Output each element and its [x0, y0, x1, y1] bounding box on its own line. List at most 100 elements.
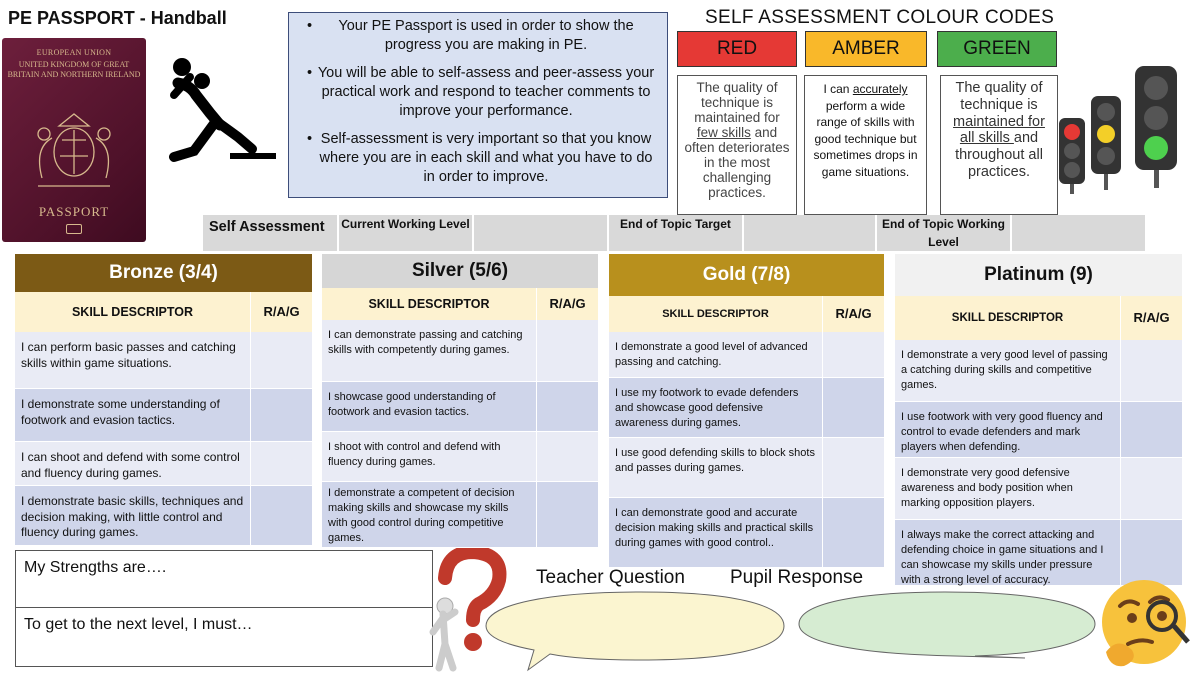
green-code-label: GREEN	[937, 31, 1057, 67]
current-level-label: Current Working Level	[339, 215, 473, 251]
skill-text: I always make the correct attacking and …	[901, 529, 1104, 586]
skill-text: I demonstrate a very good level of passi…	[901, 349, 1108, 391]
royal-crest-icon	[37, 113, 111, 187]
skill-text: I shoot with control and defend with flu…	[328, 441, 501, 468]
table-row: I use my footwork to evade defenders and…	[609, 378, 884, 438]
self-assessment-label: Self Assessment	[203, 215, 338, 251]
silver-title: Silver (5/6)	[322, 254, 598, 288]
skill-text: I demonstrate a competent of decision ma…	[328, 487, 515, 544]
rag-cell[interactable]	[822, 498, 884, 567]
skill-text: I use footwork with very good fluency an…	[901, 411, 1103, 453]
rag-cell[interactable]	[536, 320, 598, 381]
silver-level-table: Silver (5/6) SKILL DESCRIPTOR R/A/G I ca…	[322, 254, 598, 548]
rag-cell[interactable]	[536, 432, 598, 481]
skill-text: I demonstrate a good level of advanced p…	[615, 341, 808, 368]
table-header: SKILL DESCRIPTOR R/A/G	[15, 292, 312, 332]
rag-cell[interactable]	[536, 382, 598, 431]
table-row: I can demonstrate passing and catching s…	[322, 320, 598, 382]
skill-text: I can perform basic passes and catching …	[21, 340, 236, 370]
skill-text: I can demonstrate passing and catching s…	[328, 329, 523, 356]
rag-cell[interactable]	[1120, 402, 1182, 457]
table-row: I can shoot and defend with some control…	[15, 442, 312, 486]
skill-text: I demonstrate basic skills, techniques a…	[21, 494, 244, 539]
table-row: I always make the correct attacking and …	[895, 520, 1182, 586]
info-box: Your PE Passport is used in order to sho…	[288, 12, 668, 198]
table-header: SKILL DESCRIPTOR R/A/G	[322, 288, 598, 320]
table-row: I use good defending skills to block sho…	[609, 438, 884, 498]
table-row: I shoot with control and defend with flu…	[322, 432, 598, 482]
current-level-field[interactable]	[474, 215, 608, 251]
skill-text: I can shoot and defend with some control…	[21, 450, 240, 480]
rag-cell[interactable]	[250, 442, 312, 485]
rag-cell[interactable]	[822, 438, 884, 497]
pupil-response-label: Pupil Response	[730, 567, 864, 588]
green-code-description: The quality of technique is maintained f…	[940, 75, 1058, 215]
platinum-title: Platinum (9)	[895, 254, 1182, 296]
traffic-light-red-icon	[1059, 118, 1085, 194]
rag-cell[interactable]	[250, 389, 312, 441]
target-field[interactable]	[744, 215, 876, 251]
table-row: I demonstrate basic skills, techniques a…	[15, 486, 312, 546]
info-bullet: Your PE Passport is used in order to sho…	[307, 17, 655, 55]
teacher-question-bubble[interactable]	[480, 590, 792, 674]
page-title: PE PASSPORT - Handball	[8, 8, 227, 28]
teacher-question-label: Teacher Question	[536, 567, 685, 588]
colour-codes-title: SELF ASSESSMENT COLOUR CODES	[705, 7, 1055, 28]
traffic-lights-icon	[1059, 66, 1177, 194]
table-header: SKILL DESCRIPTOR R/A/G	[895, 296, 1182, 340]
pupil-response-bubble[interactable]	[795, 590, 1100, 660]
skill-text: I showcase good understanding of footwor…	[328, 391, 496, 418]
table-row: I demonstrate some understanding of foot…	[15, 389, 312, 442]
platinum-level-table: Platinum (9) SKILL DESCRIPTOR R/A/G I de…	[895, 254, 1182, 586]
rag-cell[interactable]	[1120, 458, 1182, 519]
strengths-box[interactable]: My Strengths are….	[15, 550, 433, 610]
rag-cell[interactable]	[822, 378, 884, 437]
skill-text: I use good defending skills to block sho…	[615, 447, 815, 474]
table-row: I demonstrate very good defensive awaren…	[895, 458, 1182, 520]
rag-header: R/A/G	[536, 288, 598, 320]
gold-title: Gold (7/8)	[609, 254, 884, 296]
end-level-field[interactable]	[1012, 215, 1146, 251]
next-level-label: To get to the next level, I must…	[24, 616, 253, 633]
passport-country-text: UNITED KINGDOM OF GREAT BRITAIN AND NORT…	[7, 60, 141, 79]
passport-label: PASSPORT	[38, 204, 110, 219]
strengths-label: My Strengths are….	[24, 559, 167, 576]
skill-text: I demonstrate very good defensive awaren…	[901, 467, 1073, 509]
rag-header: R/A/G	[1120, 296, 1182, 340]
amber-code-description: I can accurately perform a wide range of…	[804, 75, 927, 215]
passport-eu-text: EUROPEAN UNION	[36, 48, 112, 57]
passport-chip-icon	[66, 224, 82, 234]
table-row: I can demonstrate good and accurate deci…	[609, 498, 884, 568]
amber-code-label: AMBER	[805, 31, 927, 67]
rag-header: R/A/G	[250, 292, 312, 332]
traffic-light-amber-icon	[1091, 96, 1121, 190]
skill-descriptor-header: SKILL DESCRIPTOR	[368, 297, 490, 311]
rag-cell[interactable]	[822, 332, 884, 377]
rag-cell[interactable]	[250, 332, 312, 388]
table-row: I demonstrate a competent of decision ma…	[322, 482, 598, 548]
traffic-light-green-icon	[1135, 66, 1177, 188]
rag-cell[interactable]	[1120, 340, 1182, 401]
passport-image: EUROPEAN UNION UNITED KINGDOM OF GREAT B…	[2, 38, 146, 242]
skill-descriptor-header: SKILL DESCRIPTOR	[951, 312, 1064, 324]
info-bullet: Self-assessment is very important so tha…	[307, 130, 655, 187]
question-mark-figure-icon	[429, 548, 507, 672]
handball-player-icon	[169, 58, 276, 162]
rag-cell[interactable]	[536, 482, 598, 547]
table-header: SKILL DESCRIPTOR R/A/G	[609, 296, 884, 332]
rag-header: R/A/G	[822, 296, 884, 332]
rag-cell[interactable]	[250, 486, 312, 545]
bronze-title: Bronze (3/4)	[15, 254, 312, 292]
table-row: I showcase good understanding of footwor…	[322, 382, 598, 432]
rag-cell[interactable]	[1120, 520, 1182, 585]
red-code-label: RED	[677, 31, 797, 67]
self-assessment-bar: Self Assessment Current Working Level En…	[203, 215, 1146, 251]
table-row: I can perform basic passes and catching …	[15, 332, 312, 389]
gold-level-table: Gold (7/8) SKILL DESCRIPTOR R/A/G I demo…	[609, 254, 884, 568]
bronze-level-table: Bronze (3/4) SKILL DESCRIPTOR R/A/G I ca…	[15, 254, 312, 546]
target-label: End of Topic Target	[609, 215, 743, 251]
skill-text: I use my footwork to evade defenders and…	[615, 387, 799, 429]
red-code-description: The quality of technique is maintained f…	[677, 75, 797, 215]
info-bullet: You will be able to self-assess and peer…	[307, 64, 655, 121]
next-level-box[interactable]: To get to the next level, I must…	[15, 607, 433, 667]
